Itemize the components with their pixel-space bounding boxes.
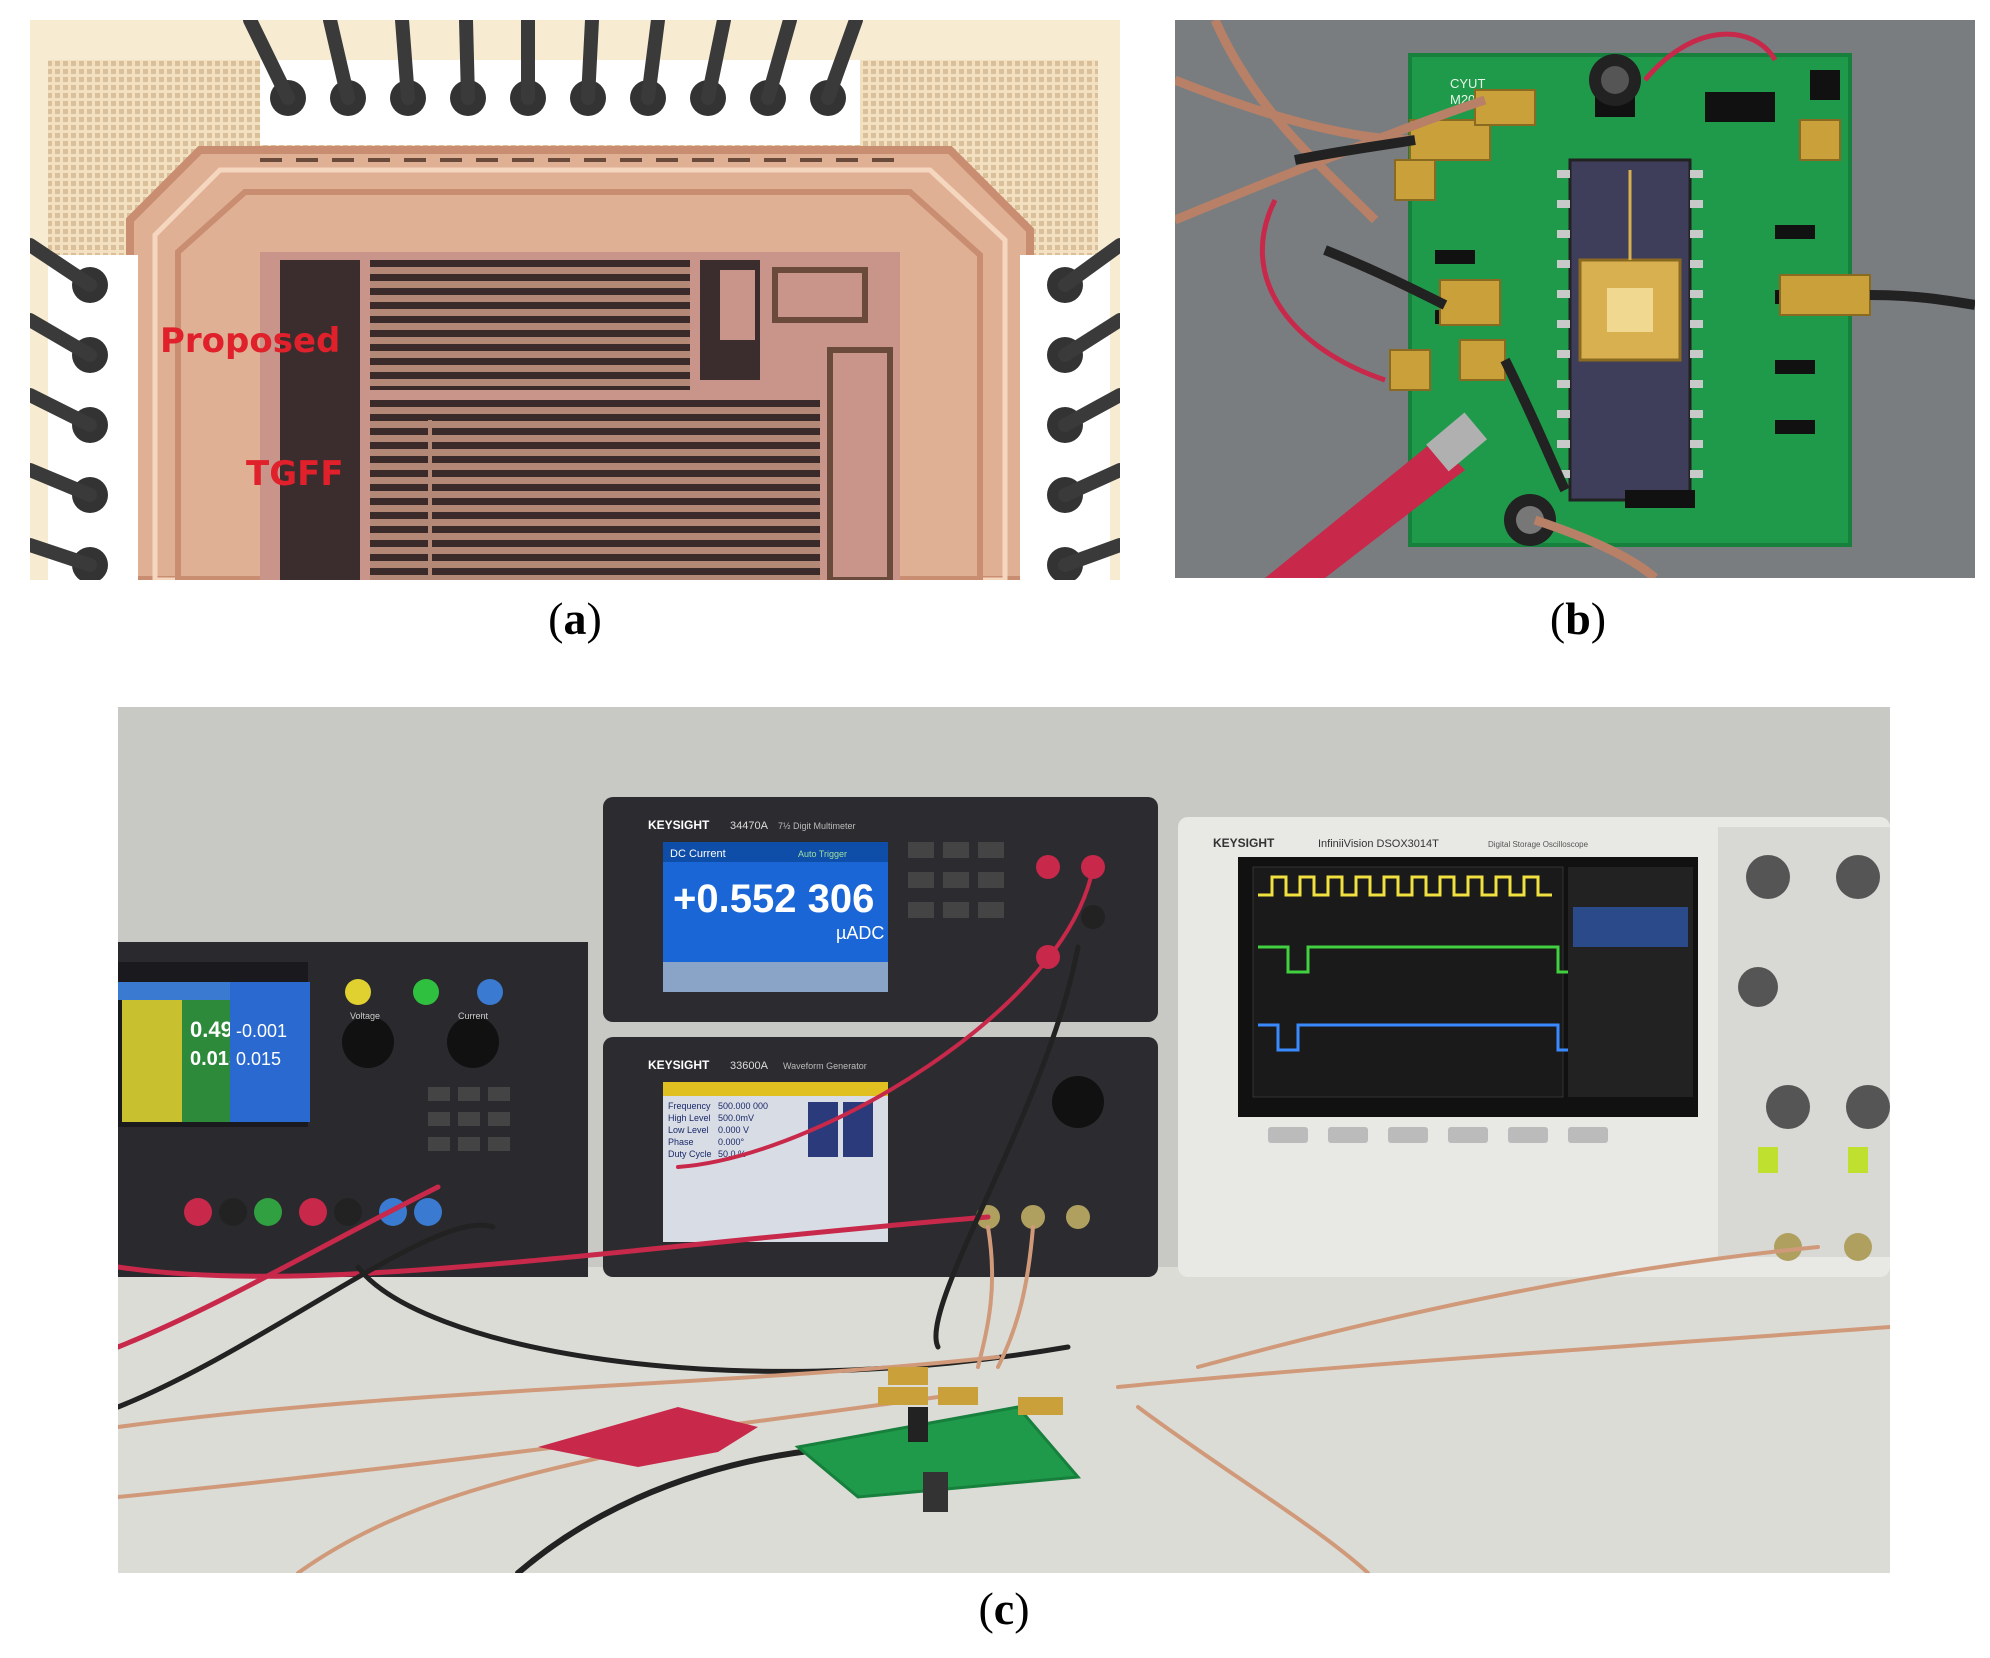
dmm-subtitle: 7½ Digit Multimeter — [778, 821, 856, 831]
svg-text:0.000 V: 0.000 V — [718, 1125, 749, 1135]
power-supply: 0.499 V 0.015 mA -0.001 0.015 Voltage Cu… — [118, 942, 588, 1277]
label-proposed: Proposed — [160, 321, 340, 361]
svg-text:Duty Cycle: Duty Cycle — [668, 1149, 712, 1159]
svg-text:500.0mV: 500.0mV — [718, 1113, 754, 1123]
bond-pads-right — [1020, 238, 1120, 580]
panel-c-lab-setup: 0.499 V 0.015 mA -0.001 0.015 Voltage Cu… — [118, 707, 1890, 1573]
waveform-generator: KEYSIGHT 33600A Waveform Generator Frequ… — [603, 1037, 1158, 1277]
gen-subtitle: Waveform Generator — [783, 1061, 867, 1071]
psu-ch3-voltage: -0.001 — [236, 1021, 287, 1041]
svg-text:Voltage: Voltage — [350, 1011, 380, 1021]
dmm-reading: +0.552 306 — [673, 877, 874, 921]
svg-text:Current: Current — [458, 1011, 489, 1021]
caption-a: (a) — [548, 593, 602, 644]
test-board-image: CYUT M2092 — [1175, 20, 1975, 578]
dmm-trigger: Auto Trigger — [798, 849, 847, 859]
oscilloscope: KEYSIGHT InfiniiVision DSOX3014T Digital… — [1178, 817, 1890, 1277]
svg-text:High Level: High Level — [668, 1113, 711, 1123]
dmm-brand: KEYSIGHT — [648, 818, 710, 832]
die-micrograph-image: Proposed TGFF — [30, 20, 1120, 580]
bond-pads-left — [30, 238, 138, 580]
scope-brand: KEYSIGHT — [1213, 836, 1275, 850]
svg-text:Phase: Phase — [668, 1137, 694, 1147]
svg-text:Frequency: Frequency — [668, 1101, 711, 1111]
panel-b-test-board: CYUT M2092 — [1175, 20, 1975, 578]
bond-pads-top — [243, 20, 863, 145]
dmm-mode: DC Current — [670, 848, 726, 860]
scope-trace-ch1 — [1258, 875, 1552, 897]
gen-model: 33600A — [730, 1060, 769, 1072]
dmm-unit: µADC — [836, 923, 884, 943]
board-mark-top: CYUT — [1450, 76, 1485, 91]
svg-text:500.000 000: 500.000 000 — [718, 1101, 768, 1111]
dmm-model: 34470A — [730, 820, 769, 832]
scope-model: InfiniiVision DSOX3014T — [1318, 838, 1439, 850]
caption-c: (c) — [978, 1583, 1030, 1634]
svg-text:50.0 %: 50.0 % — [718, 1149, 746, 1159]
label-tgff: TGFF — [246, 454, 344, 494]
digital-multimeter: KEYSIGHT 34470A 7½ Digit Multimeter DC C… — [603, 797, 1158, 1022]
psu-ch2-current: 0.015 — [190, 1048, 240, 1070]
svg-text:0.000°: 0.000° — [718, 1137, 745, 1147]
panel-a-die-micrograph: Proposed TGFF — [30, 20, 1120, 580]
psu-ch3-current: 0.015 — [236, 1049, 281, 1069]
scope-subtitle: Digital Storage Oscilloscope — [1488, 840, 1589, 849]
svg-text:Low Level: Low Level — [668, 1125, 709, 1135]
gen-brand: KEYSIGHT — [648, 1058, 710, 1072]
lab-setup-image: 0.499 V 0.015 mA -0.001 0.015 Voltage Cu… — [118, 707, 1890, 1573]
caption-b: (b) — [1549, 593, 1607, 644]
